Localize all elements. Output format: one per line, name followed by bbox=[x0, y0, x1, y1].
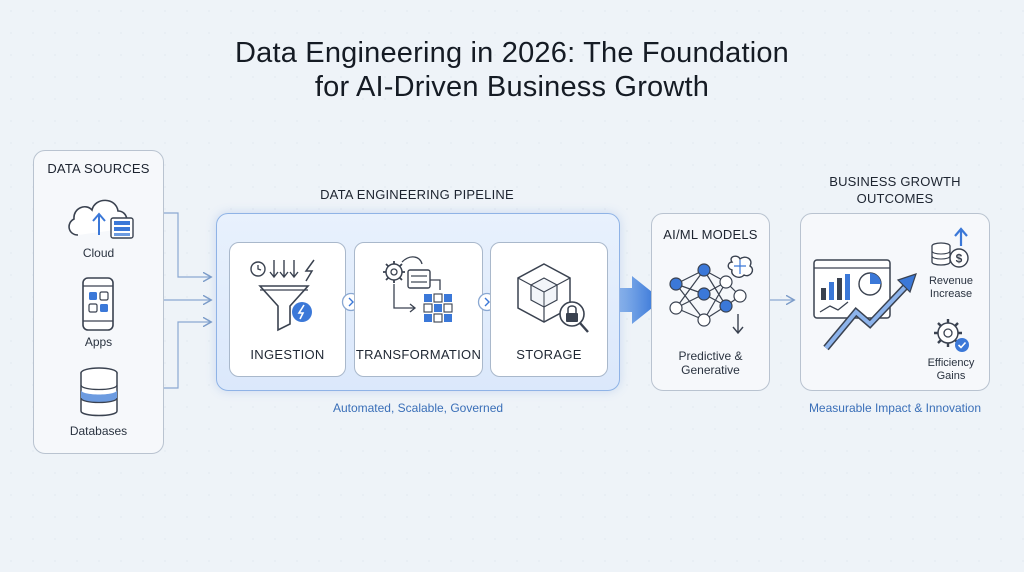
outcomes-heading-line-1: BUSINESS GROWTH bbox=[829, 174, 961, 189]
neural-network-brain-icon bbox=[669, 255, 754, 335]
efficiency-gear-check-icon bbox=[934, 319, 969, 352]
source-label-cloud: Cloud bbox=[82, 246, 115, 260]
pipeline-caption: Automated, Scalable, Governed bbox=[332, 401, 504, 415]
page-title-line-1: Data Engineering in 2026: The Foundation bbox=[234, 37, 790, 69]
cloud-icon bbox=[68, 199, 134, 239]
growth-dashboard-chart-icon bbox=[813, 259, 917, 351]
ai-ml-models-panel bbox=[651, 213, 770, 391]
efficiency-label-line-1: Efficiency bbox=[927, 357, 975, 369]
revenue-label-line-1: Revenue bbox=[928, 275, 974, 287]
page-title-line-2: for AI-Driven Business Growth bbox=[314, 71, 710, 103]
models-label-line-1: Predictive & bbox=[678, 349, 743, 363]
transformation-gear-grid-icon bbox=[383, 256, 453, 323]
data-sources-heading: DATA SOURCES bbox=[47, 161, 150, 176]
transformation-label: TRANSFORMATION bbox=[355, 347, 482, 362]
outcomes-heading-line-2: OUTCOMES bbox=[856, 191, 934, 206]
mobile-apps-icon bbox=[82, 277, 114, 331]
models-label-line-2: Generative bbox=[681, 363, 740, 377]
ingestion-label: INGESTION bbox=[250, 347, 325, 362]
source-label-databases: Databases bbox=[69, 424, 128, 438]
database-icon bbox=[80, 367, 118, 417]
source-label-apps: Apps bbox=[84, 335, 113, 349]
pipeline-heading: DATA ENGINEERING PIPELINE bbox=[320, 187, 514, 202]
revenue-coins-icon: $ bbox=[931, 227, 969, 268]
outcomes-caption: Measurable Impact & Innovation bbox=[808, 401, 982, 415]
storage-label: STORAGE bbox=[516, 347, 582, 362]
storage-cube-lock-icon bbox=[517, 263, 589, 333]
revenue-label-line-2: Increase bbox=[929, 288, 973, 300]
ai-ml-models-heading: AI/ML MODELS bbox=[663, 227, 758, 242]
efficiency-label-line-2: Gains bbox=[936, 370, 966, 382]
pipeline-to-models-arrow bbox=[612, 276, 662, 324]
ingestion-funnel-icon bbox=[250, 259, 315, 332]
svg-text:$: $ bbox=[956, 252, 963, 266]
